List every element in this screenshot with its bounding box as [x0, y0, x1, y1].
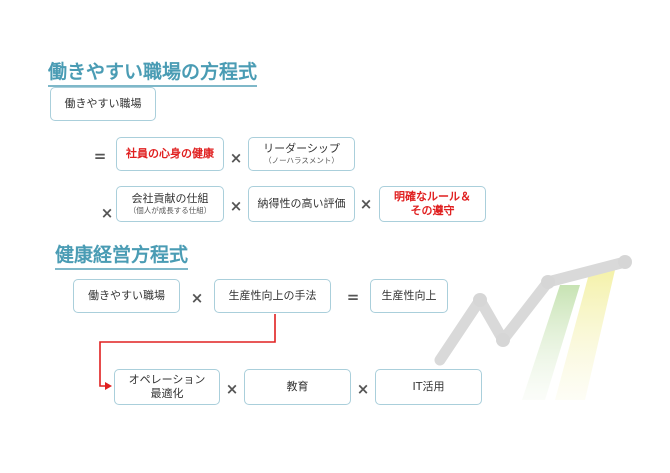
- term-label-line1: オペレーション: [128, 373, 206, 386]
- term-label: 生産性向上: [381, 289, 437, 302]
- term-employee-health: 社員の心身の健康: [116, 137, 224, 171]
- term-fair-evaluation: 納得性の高い評価: [248, 186, 355, 222]
- term-it-utilization: IT活用: [375, 369, 482, 405]
- times-sign: ×: [356, 380, 370, 398]
- graph-point: [618, 255, 632, 269]
- term-sublabel: （個人が成長する仕組）: [128, 206, 212, 215]
- term-label: 生産性向上の手法: [228, 289, 317, 302]
- graph-yellow-bar: [555, 270, 615, 400]
- equals-sign: =: [346, 288, 360, 306]
- term-education: 教育: [244, 369, 351, 405]
- graph-green-bar: [522, 285, 580, 400]
- term-productivity-improvement: 生産性向上: [370, 279, 448, 313]
- times-sign: ×: [225, 380, 239, 398]
- section-title-workplace-equation: 働きやすい職場の方程式: [48, 61, 258, 87]
- term-label: 納得性の高い評価: [257, 197, 346, 210]
- section-title-health-management-equation: 健康経営方程式: [55, 244, 189, 270]
- graph-point: [541, 275, 555, 289]
- term-label: 働きやすい職場: [64, 97, 142, 110]
- graph-point: [473, 293, 487, 307]
- term-contribution-system: 会社貢献の仕組 （個人が成長する仕組）: [116, 186, 224, 222]
- term-comfortable-workplace: 働きやすい職場: [73, 279, 180, 313]
- times-sign: ×: [229, 149, 243, 167]
- term-label: 教育: [286, 380, 309, 393]
- term-label: IT活用: [412, 380, 445, 393]
- equals-sign: =: [93, 147, 107, 165]
- term-productivity-method: 生産性向上の手法: [214, 279, 331, 313]
- term-label-line1: 明確なルール＆: [394, 190, 471, 203]
- graph-point: [496, 333, 510, 347]
- times-sign: ×: [100, 204, 114, 222]
- term-label: リーダーシップ: [263, 142, 340, 155]
- times-sign: ×: [359, 195, 373, 213]
- term-operation-optimization: オペレーション 最適化: [114, 369, 220, 405]
- term-leadership: リーダーシップ （ノーハラスメント）: [248, 137, 355, 171]
- term-label-line2: 最適化: [150, 387, 184, 400]
- term-label: 働きやすい職場: [88, 289, 165, 302]
- term-clear-rules: 明確なルール＆ その遵守: [379, 186, 486, 222]
- times-sign: ×: [229, 197, 243, 215]
- term-label: 会社貢献の仕組: [131, 192, 209, 205]
- times-sign: ×: [190, 289, 204, 307]
- term-sublabel: （ノーハラスメント）: [264, 156, 339, 165]
- term-label: 社員の心身の健康: [126, 147, 214, 160]
- term-label-line2: その遵守: [410, 204, 455, 217]
- term-comfortable-workplace: 働きやすい職場: [50, 87, 156, 121]
